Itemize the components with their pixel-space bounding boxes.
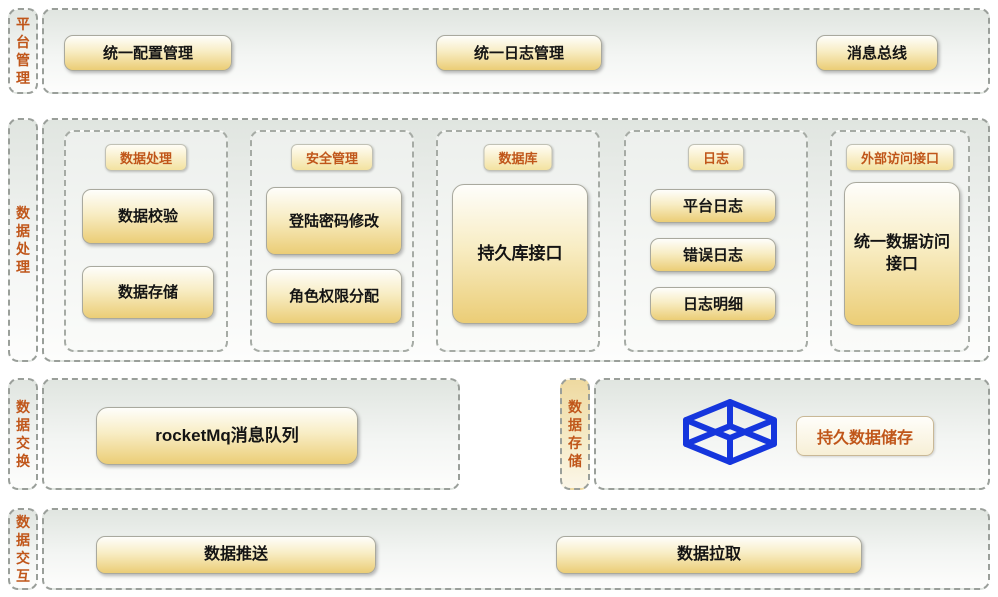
group-external-access: 外部访问接口 统一数据访问接口	[830, 130, 970, 352]
group-security-mgmt-title: 安全管理	[290, 144, 374, 171]
interaction-label-box: 数 据 交 互	[8, 508, 38, 590]
node-log-detail: 日志明细	[650, 287, 776, 321]
group-database: 数据库 持久库接口	[436, 130, 600, 352]
processing-label-box: 数 据 处 理	[8, 118, 38, 362]
exchange-section: rocketMq消息队列	[42, 378, 460, 490]
platform-label: 平 台 管 理	[16, 15, 30, 87]
node-data-push: 数据推送	[96, 536, 376, 574]
3d-box-icon	[683, 399, 777, 465]
node-role-permission-assign: 角色权限分配	[266, 269, 402, 324]
group-database-title: 数据库	[483, 144, 553, 171]
node-platform-log: 平台日志	[650, 189, 776, 223]
storage-label: 数 据 存 储	[568, 398, 582, 470]
node-unified-log-mgmt: 统一日志管理	[436, 35, 602, 71]
node-data-storage: 数据存储	[82, 266, 214, 319]
storage-section: 持久数据储存	[594, 378, 990, 490]
group-data-processing-title: 数据处理	[104, 144, 188, 171]
group-external-access-title: 外部访问接口	[845, 144, 955, 171]
platform-label-box: 平 台 管 理	[8, 8, 38, 94]
node-unified-data-access: 统一数据访问接口	[844, 182, 960, 326]
node-rocketmq-queue: rocketMq消息队列	[96, 407, 358, 465]
processing-section: 数据处理 数据校验 数据存储 安全管理 登陆密码修改 角色权限分配 数据库 持久…	[42, 118, 990, 362]
node-persistence-interface: 持久库接口	[452, 184, 588, 324]
group-data-processing: 数据处理 数据校验 数据存储	[64, 130, 228, 352]
node-data-validation: 数据校验	[82, 189, 214, 244]
node-persistent-data-store: 持久数据储存	[796, 416, 934, 456]
node-unified-config-mgmt: 统一配置管理	[64, 35, 232, 71]
exchange-label: 数 据 交 换	[16, 398, 30, 470]
group-log-title: 日志	[687, 144, 745, 171]
node-data-pull: 数据拉取	[556, 536, 862, 574]
group-log: 日志 平台日志 错误日志 日志明细	[624, 130, 808, 352]
interaction-section: 数据推送 数据拉取	[42, 508, 990, 590]
interaction-label: 数 据 交 互	[16, 513, 30, 585]
node-error-log: 错误日志	[650, 238, 776, 272]
node-message-bus: 消息总线	[816, 35, 938, 71]
group-security-mgmt: 安全管理 登陆密码修改 角色权限分配	[250, 130, 414, 352]
node-login-password-change: 登陆密码修改	[266, 187, 402, 255]
storage-label-box: 数 据 存 储	[560, 378, 590, 490]
processing-label: 数 据 处 理	[16, 204, 30, 276]
exchange-label-box: 数 据 交 换	[8, 378, 38, 490]
platform-section: 统一配置管理 统一日志管理 消息总线	[42, 8, 990, 94]
